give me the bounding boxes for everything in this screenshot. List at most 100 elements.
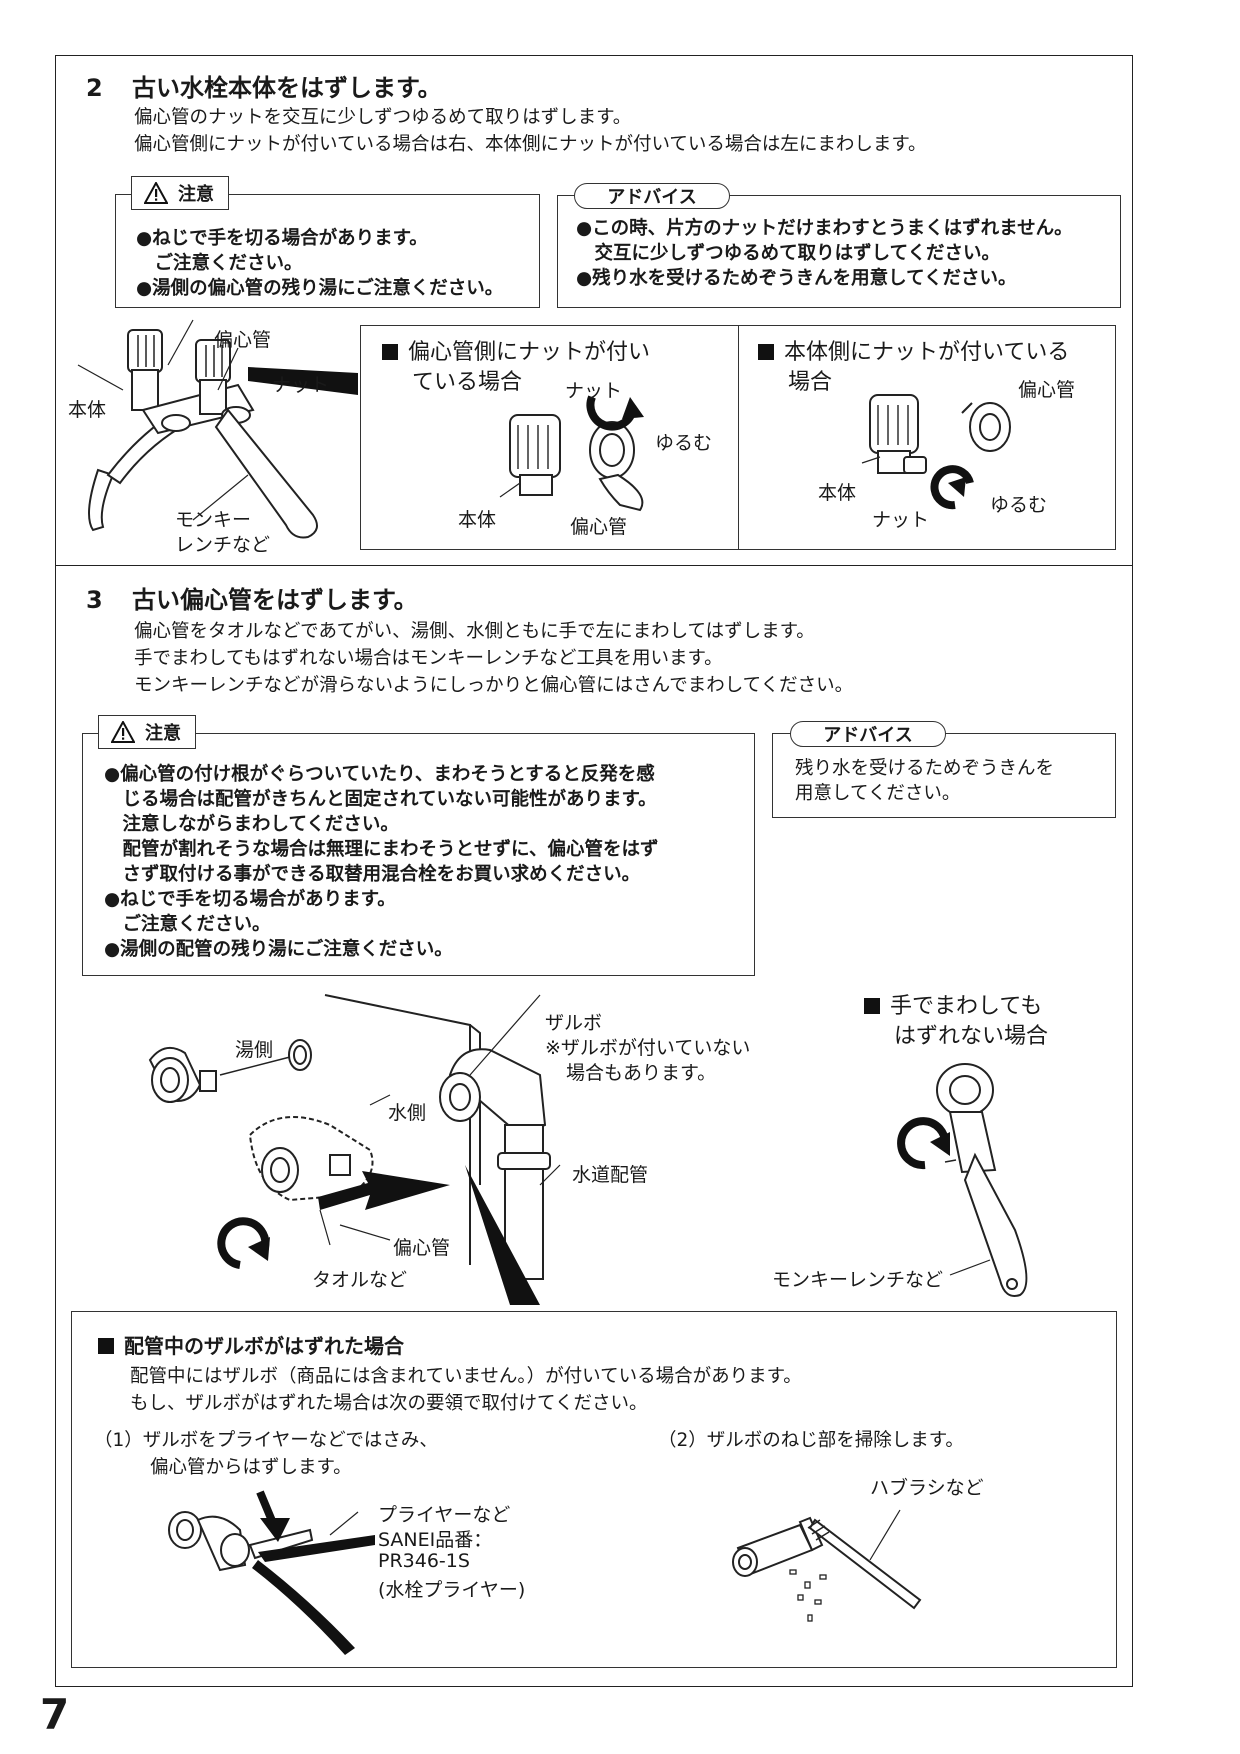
caution-line: さず取付ける事ができる取替用混合栓をお買い求めください。 <box>104 864 641 885</box>
zarubo-title: 配管中のザルボがはずれた場合 <box>98 1330 404 1359</box>
case-b-title-1: 本体側にナットが付いている <box>784 340 1070 365</box>
label-taoru: タオルなど <box>312 1269 408 1291</box>
plier-label-1: プライヤーなど <box>378 1504 511 1526</box>
case-b-illustration <box>861 394 1011 510</box>
step3-line: 手でまわしてもはずれない場合はモンキーレンチなど工具を用います。 <box>134 648 723 669</box>
label-hontai: 本体 <box>68 399 107 421</box>
case-b-natto: ナット <box>872 509 930 531</box>
toothbrush-illustration <box>732 1509 922 1622</box>
label-zarubo-note-2: 場合もあります。 <box>566 1062 717 1084</box>
step3-line: 偏心管をタオルなどであてがい、湯側、水側ともに手で左にまわしてはずします。 <box>134 621 815 642</box>
step2-caution-tab: 注意 <box>131 176 229 210</box>
zarubo-line: もし、ザルボがはずれた場合は次の要領で取付けてください。 <box>130 1393 648 1414</box>
case-hand-title: 手でまわしても はずれない場合 <box>864 992 1048 1052</box>
case-a-title-1: 偏心管側にナットが付い <box>408 340 651 365</box>
label-monkey-wrench: モンキーレンチなど <box>772 1269 944 1291</box>
step3-caution-tab: 注意 <box>98 715 196 749</box>
case-b-box <box>738 325 1116 550</box>
step2-advice-label: アドバイス <box>607 187 697 208</box>
step3-advice-tab: アドバイス <box>790 721 946 747</box>
label-mizugawa: 水側 <box>388 1102 427 1124</box>
label-zarubo: ザルボ <box>545 1012 603 1034</box>
zarubo-step1-line: 偏心管からはずします。 <box>150 1457 352 1478</box>
page-frame <box>55 55 1133 1687</box>
advice-line: 用意してください。 <box>795 783 961 804</box>
step2-title-text: 古い水栓本体をはずします。 <box>132 74 442 102</box>
plier-label-4: (水栓プライヤー) <box>378 1579 526 1601</box>
step3-number: 3 <box>86 586 103 614</box>
case-b-henshinkan: 偏心管 <box>1018 379 1076 401</box>
case-a-title-2: ている場合 <box>412 370 523 395</box>
case-b-title: 本体側にナットが付いている 場合 <box>758 338 1069 398</box>
step3-caution-box <box>82 733 755 976</box>
step2-instructions: 偏心管のナットを交互に少しずつゆるめて取りはずします。 偏心管側にナットが付いて… <box>134 104 927 158</box>
step2-line: 偏心管側にナットが付いている場合は右、本体側にナットが付いている場合は左にまわし… <box>134 134 927 155</box>
wrench-illustration <box>897 1063 1028 1297</box>
label-henshinkan-3: 偏心管 <box>393 1237 451 1259</box>
step3-advice-label: アドバイス <box>823 725 913 746</box>
case-a-hontai: 本体 <box>458 509 497 531</box>
step3-title-text: 古い偏心管をはずします。 <box>132 586 418 614</box>
warning-icon <box>111 721 135 743</box>
plier-label-3: PR346-1S <box>378 1550 470 1572</box>
case-hand-title-1: 手でまわしても <box>890 994 1043 1019</box>
step3-caution-text: ●偏心管の付け根がぐらついていたり、まわそうとすると反発を感 じる場合は配管がき… <box>104 762 658 962</box>
eccentric-pipe-removal-illustration <box>148 994 561 1305</box>
step3-line: モンキーレンチなどが滑らないようにしっかりと偏心管にはさんでまわしてください。 <box>134 675 854 696</box>
step2-caution-box <box>115 194 540 308</box>
advice-line: 残り水を受けるためぞうきんを <box>795 758 1055 779</box>
step2-caution-text: ●ねじで手を切る場合があります。 ご注意ください。 ●湯側の偏心管の残り湯にご注… <box>136 226 503 301</box>
caution-line: ●ねじで手を切る場合があります。 <box>136 228 428 249</box>
zarubo-step2: （2）ザルボのねじ部を掃除します。 <box>658 1430 964 1451</box>
case-b-title-2: 場合 <box>788 370 833 395</box>
warning-icon <box>144 182 168 204</box>
step2-caution-label: 注意 <box>178 184 214 205</box>
page-number: 7 <box>40 1690 70 1739</box>
step2-line: 偏心管のナットを交互に少しずつゆるめて取りはずします。 <box>134 107 632 128</box>
step3-advice-text: 残り水を受けるためぞうきんを 用意してください。 <box>795 756 1054 806</box>
step3-caution-label: 注意 <box>145 723 181 744</box>
faucet-removal-illustration <box>77 319 358 539</box>
caution-line: ●湯側の偏心管の残り湯にご注意ください。 <box>136 278 504 299</box>
label-yugawa: 湯側 <box>235 1039 274 1061</box>
caution-line: ●偏心管の付け根がぐらついていたり、まわそうとすると反発を感 <box>104 764 655 785</box>
step2-title: 2 古い水栓本体をはずします。 <box>86 68 442 103</box>
label-henshinkan: 偏心管 <box>214 329 272 351</box>
caution-line: 配管が割れそうな場合は無理にまわそうとせずに、偏心管をはず <box>104 839 659 860</box>
step3-instructions: 偏心管をタオルなどであてがい、湯側、水側ともに手で左にまわしてはずします。 手で… <box>134 618 853 699</box>
case-hand-title-2: はずれない場合 <box>894 1024 1049 1049</box>
case-a-yurumu: ゆるむ <box>655 432 713 454</box>
step3-advice-box <box>772 733 1116 818</box>
zarubo-line: 配管中にはザルボ（商品には含まれていません。）が付いている場合があります。 <box>130 1366 802 1387</box>
section-divider <box>55 565 1133 566</box>
label-zarubo-note-1: ※ザルボが付いていない <box>545 1037 751 1059</box>
caution-line: じる場合は配管がきちんと固定されていない可能性があります。 <box>104 789 657 810</box>
plier-label-2: SANEI品番： <box>378 1529 493 1551</box>
zarubo-step1-line: （1）ザルボをプライヤーなどではさみ、 <box>94 1430 438 1451</box>
label-monkey-1: モンキー <box>175 509 252 531</box>
advice-line: ●この時、片方のナットだけまわすとうまくはずれません。 <box>576 218 1073 239</box>
pliers-illustration <box>168 1490 375 1655</box>
caution-line: 注意しながらまわしてください。 <box>104 814 399 835</box>
case-b-yurumu: ゆるむ <box>990 494 1048 516</box>
step2-advice-text: ●この時、片方のナットだけまわすとうまくはずれません。 交互に少しずつゆるめて取… <box>576 216 1073 291</box>
caution-line: ご注意ください。 <box>104 914 271 935</box>
step2-advice-box <box>557 195 1121 308</box>
case-a-illustration <box>499 395 644 512</box>
case-a-henshinkan: 偏心管 <box>570 516 628 538</box>
label-suido: 水道配管 <box>572 1164 649 1186</box>
zarubo-title-text: 配管中のザルボがはずれた場合 <box>124 1334 404 1358</box>
zarubo-step1: （1）ザルボをプライヤーなどではさみ、 偏心管からはずします。 <box>94 1427 438 1481</box>
label-monkey-2: レンチなど <box>175 534 271 556</box>
caution-line: ●ねじで手を切る場合があります。 <box>104 889 396 910</box>
case-a-title: 偏心管側にナットが付い ている場合 <box>382 338 650 398</box>
brush-label: ハブラシなど <box>870 1477 984 1499</box>
caution-line: ご注意ください。 <box>136 253 303 274</box>
label-natto: ナット <box>272 374 330 396</box>
step3-title: 3 古い偏心管をはずします。 <box>86 580 418 615</box>
zarubo-box <box>71 1311 1117 1668</box>
step2-advice-tab: アドバイス <box>574 183 730 209</box>
caution-line: ●湯側の配管の残り湯にご注意ください。 <box>104 939 453 960</box>
advice-line: ●残り水を受けるためぞうきんを用意してください。 <box>576 268 1017 289</box>
step2-number: 2 <box>86 74 103 102</box>
